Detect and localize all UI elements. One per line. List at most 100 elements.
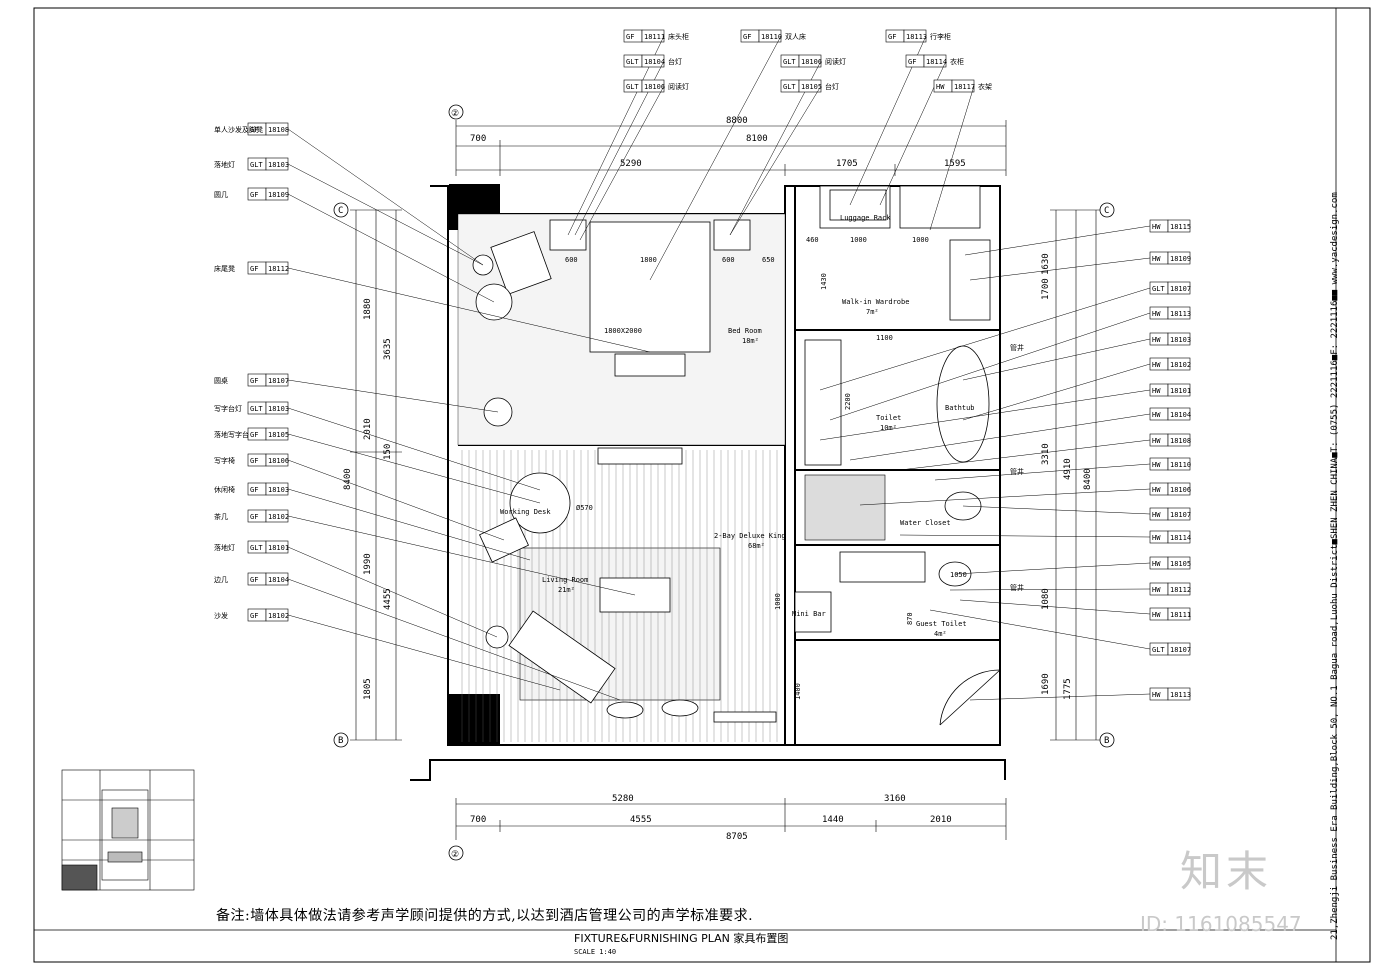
tag-code: HW bbox=[1152, 511, 1161, 519]
tag-label: 落地写字台 bbox=[214, 430, 249, 439]
room-minibar: Mini Bar bbox=[792, 610, 826, 618]
plan-scale: SCALE 1:40 bbox=[574, 948, 617, 956]
tag-number: 18101 bbox=[1170, 387, 1191, 395]
svg-text:460: 460 bbox=[806, 236, 819, 244]
tag-number: 18102 bbox=[1170, 361, 1191, 369]
tag-label: 床头柜 bbox=[668, 32, 689, 41]
tag-code: HW bbox=[1152, 534, 1161, 542]
tag-code: HW bbox=[1152, 437, 1161, 445]
tag-code: HW bbox=[1152, 223, 1161, 231]
top-dimensions bbox=[455, 120, 1007, 176]
svg-text:1775: 1775 bbox=[1063, 678, 1073, 700]
bottom-dimensions bbox=[455, 798, 1007, 840]
dim-bot-room: 5280 bbox=[612, 794, 634, 804]
nightstand-right bbox=[713, 219, 751, 251]
note-text: 备注:墙体具体做法请参考声学顾问提供的方式,以达到酒店管理公司的声学标准要求. bbox=[216, 908, 754, 924]
tag-number: 18111 bbox=[644, 33, 665, 41]
dim-top-inner: 8100 bbox=[746, 134, 768, 144]
tag-code: GF bbox=[908, 58, 916, 66]
svg-text:650: 650 bbox=[762, 256, 775, 264]
vanity bbox=[804, 339, 842, 466]
dim-bot-a: 700 bbox=[470, 815, 486, 825]
tag-number: 18114 bbox=[926, 58, 947, 66]
axis-bubbles bbox=[333, 104, 1115, 861]
tag-code: GF bbox=[250, 457, 258, 465]
tag-code: HW bbox=[1152, 560, 1161, 568]
svg-text:4455: 4455 bbox=[383, 588, 393, 610]
tag-code: GF bbox=[250, 431, 258, 439]
tag-number: 18110 bbox=[761, 33, 782, 41]
lounge-chair bbox=[490, 231, 552, 295]
tag-code: HW bbox=[1152, 361, 1161, 369]
room-wardrobe: Walk-in Wardrobe bbox=[842, 298, 909, 306]
luggage-rack bbox=[829, 189, 887, 221]
watermark-logo: 知末 bbox=[1180, 847, 1273, 896]
tag-number: 18109 bbox=[268, 191, 289, 199]
tag-code: HW bbox=[1152, 461, 1161, 469]
tag-right-5: HW 18102 bbox=[962, 357, 1191, 421]
svg-text:870: 870 bbox=[906, 612, 914, 625]
tag-code: GLT bbox=[1152, 285, 1165, 293]
tag-code: GF bbox=[250, 126, 258, 134]
axis-left-upper: C bbox=[338, 206, 343, 216]
svg-text:1000: 1000 bbox=[912, 236, 929, 244]
tag-number: 18108 bbox=[1170, 437, 1191, 445]
room-shaft-1: 管井 bbox=[1010, 343, 1024, 352]
bed bbox=[589, 221, 711, 353]
room-luggage: Luggage Rack bbox=[840, 214, 891, 222]
tag-number: 18102 bbox=[268, 612, 289, 620]
room-toilet: Toilet bbox=[876, 414, 901, 422]
tag-code: HW bbox=[1152, 486, 1161, 494]
svg-text:600: 600 bbox=[565, 256, 578, 264]
dim-top-left: 700 bbox=[470, 134, 486, 144]
tag-number: 18103 bbox=[268, 161, 289, 169]
watermark-id: ID: 1161085547 bbox=[1140, 912, 1302, 936]
studio-address: 21,Zhengji Business Era Building,Block 5… bbox=[1330, 192, 1340, 940]
tag-code: GF bbox=[743, 33, 751, 41]
tag-label: 茶几 bbox=[214, 512, 228, 521]
plan-title: FIXTURE&FURNISHING PLAN 家具布置图 bbox=[574, 930, 788, 946]
tag-label: 圆桌 bbox=[214, 376, 228, 385]
dim-top-mid: 1705 bbox=[836, 159, 858, 169]
svg-text:1880: 1880 bbox=[363, 298, 373, 320]
tag-number: 18106 bbox=[268, 457, 289, 465]
key-plan bbox=[61, 769, 195, 891]
tag-code: GF bbox=[250, 377, 258, 385]
svg-text:4910: 4910 bbox=[1063, 458, 1073, 480]
room-desk-dia: Ø570 bbox=[576, 504, 593, 512]
tag-number: 18103 bbox=[268, 486, 289, 494]
tv-console bbox=[597, 447, 683, 465]
tag-code: GF bbox=[888, 33, 896, 41]
tag-label: 衣架 bbox=[978, 82, 992, 91]
tag-number: 18115 bbox=[1170, 223, 1191, 231]
tag-code: HW bbox=[936, 83, 945, 91]
cushion-a bbox=[606, 701, 644, 719]
tag-number: 18109 bbox=[1170, 255, 1191, 263]
tag-label: 写字椅 bbox=[214, 456, 235, 465]
svg-text:1630: 1630 bbox=[1041, 253, 1051, 275]
tag-label: 衣柜 bbox=[950, 57, 964, 66]
left-dimensions bbox=[350, 209, 402, 741]
inner-dim-labels: 600 1800 600 650 460 1000 1000 1430 1100… bbox=[565, 236, 967, 700]
svg-text:1100: 1100 bbox=[876, 334, 893, 342]
tag-number: 18104 bbox=[1170, 411, 1191, 419]
shower-area bbox=[804, 474, 886, 541]
tag-number: 18112 bbox=[268, 265, 289, 273]
tag-label: 写字台灯 bbox=[214, 404, 242, 413]
svg-text:2010: 2010 bbox=[363, 418, 373, 440]
tag-code: GLT bbox=[783, 83, 796, 91]
